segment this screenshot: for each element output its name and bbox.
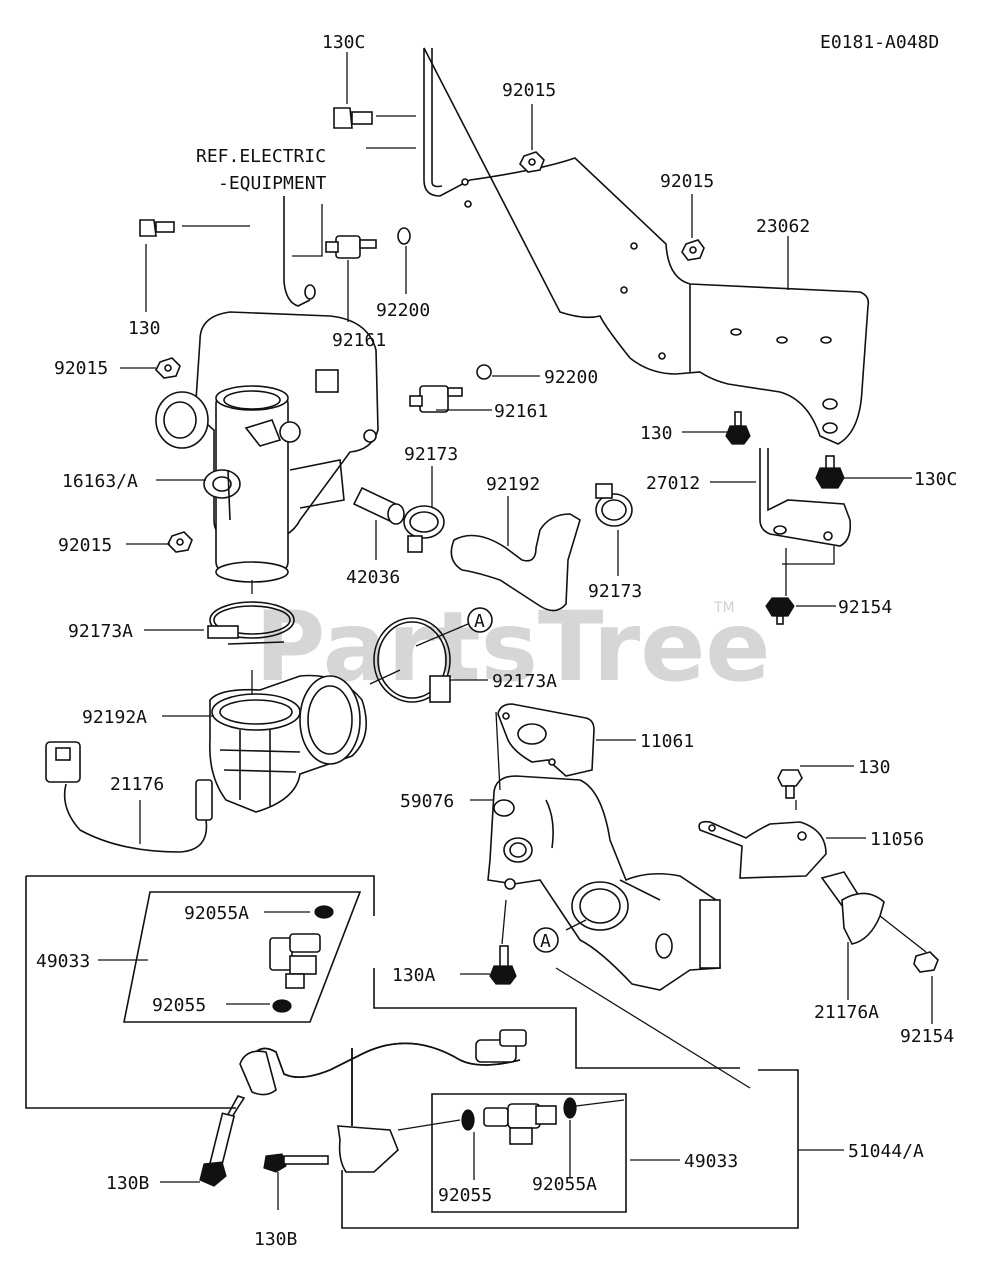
label-130B-a: 130B — [106, 1173, 149, 1194]
label-59076: 59076 — [400, 791, 454, 812]
label-11061: 11061 — [640, 731, 694, 752]
intake-manifold-59076 — [487, 775, 721, 991]
oring-92055A-right — [563, 1097, 577, 1119]
clamp-92173-left — [403, 505, 445, 553]
label-16163A: 16163/A — [62, 471, 138, 492]
label-92154-a: 92154 — [838, 597, 892, 618]
throttle-body-16163A — [155, 311, 379, 583]
bolt-130B-right — [263, 1153, 329, 1173]
label-92173-b: 92173 — [588, 581, 642, 602]
sleeve-42036 — [352, 486, 405, 525]
label-130C-top: 130C — [322, 32, 365, 53]
label-92161-a: 92161 — [332, 330, 386, 351]
mount-92161-top — [325, 235, 377, 259]
nut-92015-throttle-top — [155, 357, 181, 379]
injector-right — [483, 1103, 557, 1145]
label-92055A-a: 92055A — [184, 903, 249, 924]
label-92173A-b: 92173A — [492, 671, 557, 692]
ref-electric-line-2: -EQUIPMENT — [218, 173, 327, 194]
label-130A: 130A — [392, 965, 436, 986]
label-92015-b: 92015 — [660, 171, 714, 192]
clamp-92173A-right — [373, 617, 451, 703]
label-92192A: 92192A — [82, 707, 147, 728]
air-duct-92192A — [209, 674, 368, 813]
bolt-130C-top — [333, 107, 373, 129]
label-11056: 11056 — [870, 829, 924, 850]
bolt-92154-lower — [913, 951, 939, 973]
injector-kit-box-right — [431, 1093, 627, 1213]
group-49033-left-frame-top — [26, 875, 375, 916]
bolt-130A — [489, 945, 517, 985]
ref-electric-line-1: REF.ELECTRIC — [196, 146, 326, 167]
part-labels: 130C REF.ELECTRIC -EQUIPMENT 92015 92015… — [36, 32, 957, 1250]
oring-92055A-left — [314, 905, 334, 919]
hose-92192 — [450, 513, 581, 612]
label-92015-c: 92015 — [54, 358, 108, 379]
label-92015-d: 92015 — [58, 535, 112, 556]
injector-left — [269, 933, 321, 989]
bolt-92154-bracket — [765, 597, 795, 625]
bracket-23062 — [423, 47, 870, 445]
label-130-mid: 130 — [640, 423, 673, 444]
mount-92161-mid — [409, 385, 463, 413]
callout-a-upper — [467, 607, 493, 633]
oring-92055-right — [461, 1109, 475, 1131]
washer-92200-mid — [476, 364, 492, 380]
label-92192: 92192 — [486, 474, 540, 495]
bolt-130-11056 — [777, 769, 803, 799]
sensor-21176 — [45, 741, 213, 853]
ref-electric-wire — [283, 196, 311, 307]
bracket-11056 — [698, 820, 827, 879]
label-92161-b: 92161 — [494, 401, 548, 422]
label-92055-b: 92055 — [438, 1185, 492, 1206]
washer-92200-top — [397, 227, 411, 245]
bolt-130C-bracket — [815, 455, 845, 489]
label-92200-b: 92200 — [544, 367, 598, 388]
label-23062: 23062 — [756, 216, 810, 237]
label-21176A: 21176A — [814, 1002, 879, 1023]
label-92200-a: 92200 — [376, 300, 430, 321]
group-49033-left-frame-bottom — [25, 876, 236, 1109]
label-92173A-a: 92173A — [68, 621, 133, 642]
label-130-r: 130 — [858, 757, 891, 778]
ring-terminal — [304, 284, 316, 300]
nut-92015-top — [519, 151, 545, 173]
nut-92015-throttle-bottom — [167, 531, 193, 553]
group-51044-frame — [341, 1069, 799, 1229]
label-92154-b: 92154 — [900, 1026, 954, 1047]
group-frame-mid — [373, 968, 740, 1069]
label-92173-a: 92173 — [404, 444, 458, 465]
bolt-130-bracket — [725, 411, 751, 445]
sensor-21176A — [820, 871, 885, 945]
bolt-130-left — [139, 219, 175, 237]
label-51044A: 51044/A — [848, 1141, 924, 1162]
leader-lines — [98, 52, 933, 1210]
label-130C-right: 130C — [914, 469, 957, 490]
clamp-92173A-left — [207, 601, 295, 645]
callout-a-lower-letter: A — [540, 931, 551, 952]
label-130-left: 130 — [128, 318, 161, 339]
label-92055-a: 92055 — [152, 995, 206, 1016]
oring-92055-left — [272, 999, 292, 1013]
label-21176: 21176 — [110, 774, 164, 795]
clamp-92173-right — [595, 483, 633, 527]
nut-92015-mid — [681, 239, 705, 261]
label-27012: 27012 — [646, 473, 700, 494]
bracket-27012 — [759, 448, 852, 547]
diagram-code: E0181-A048D — [820, 32, 939, 53]
injector-kit-box-left — [123, 891, 362, 1023]
label-92015-a: 92015 — [502, 80, 556, 101]
callout-a-upper-letter: A — [474, 611, 485, 632]
bolt-130B-left — [199, 1095, 246, 1187]
callout-a-lower — [533, 927, 559, 953]
label-49033-a: 49033 — [36, 951, 90, 972]
label-42036: 42036 — [346, 567, 400, 588]
label-130B-b: 130B — [254, 1229, 297, 1250]
watermark-trademark: TM — [713, 600, 735, 616]
label-92055A-b: 92055A — [532, 1174, 597, 1195]
gasket-11061 — [497, 703, 595, 777]
fuel-rail-51044A — [239, 1029, 527, 1173]
label-49033-b: 49033 — [684, 1151, 738, 1172]
